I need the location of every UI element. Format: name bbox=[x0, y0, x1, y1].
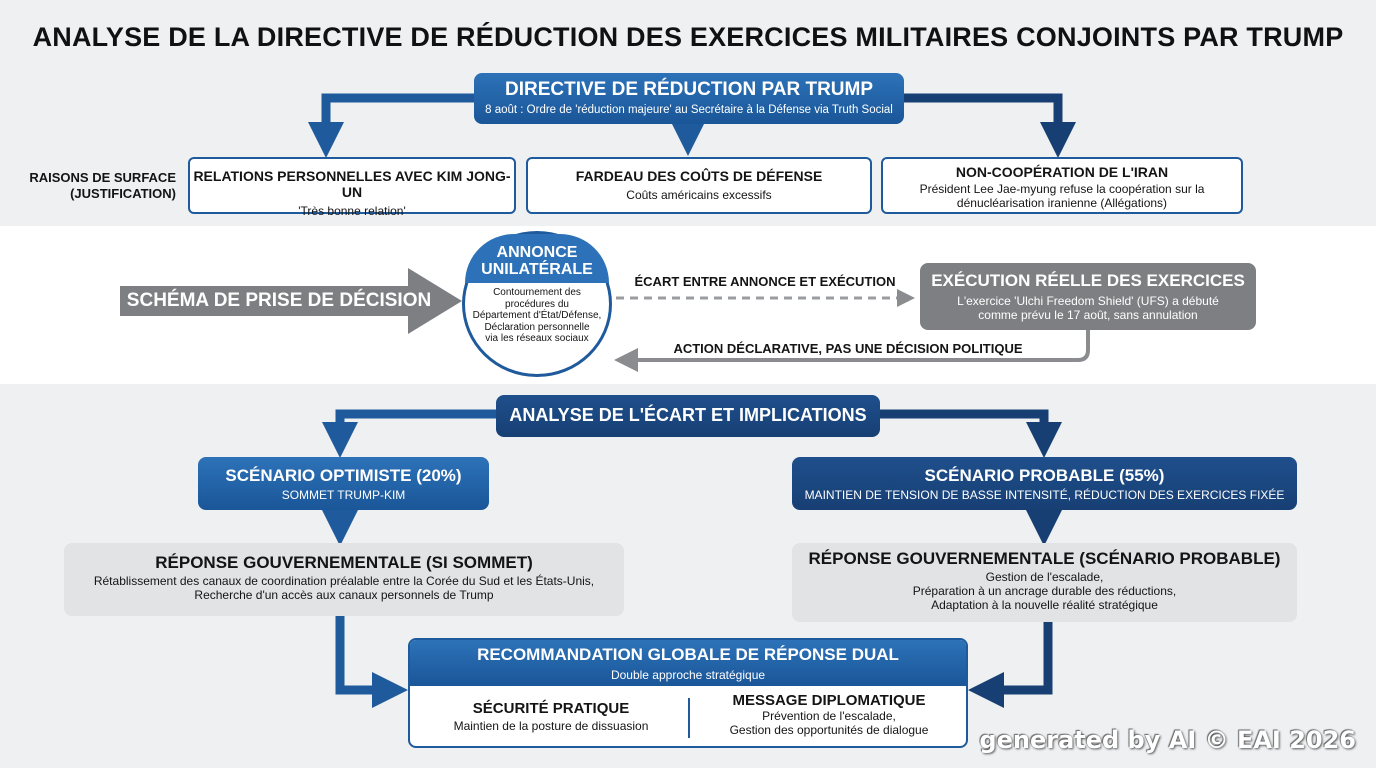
practical-security-title: SÉCURITÉ PRATIQUE bbox=[472, 700, 630, 717]
response-probable-title: RÉPONSE GOUVERNEMENTALE (SCÉNARIO PROBAB… bbox=[808, 549, 1281, 568]
diplomatic-message-text1: Prévention de l'escalade, bbox=[762, 709, 896, 723]
response-summit-line1: Rétablissement des canaux de coordinatio… bbox=[93, 574, 595, 588]
reason-iran-box: NON-COOPÉRATION DE L'IRAN Président Lee … bbox=[881, 157, 1243, 214]
arrow-to-reason-1 bbox=[308, 93, 474, 158]
reason-iran-title: NON-COOPÉRATION DE L'IRAN bbox=[955, 164, 1169, 180]
recommendation-subtitle: Double approche stratégique bbox=[610, 668, 766, 682]
optimistic-subtitle: SOMMET TRUMP-KIM bbox=[281, 488, 406, 502]
practical-security-column: SÉCURITÉ PRATIQUE Maintien de la posture… bbox=[420, 700, 682, 733]
announcement-line: procédures du bbox=[505, 298, 569, 310]
optimistic-title: SCÉNARIO OPTIMISTE (20%) bbox=[225, 466, 462, 485]
directive-box: DIRECTIVE DE RÉDUCTION PAR TRUMP 8 août … bbox=[474, 73, 904, 124]
execution-box: EXÉCUTION RÉELLE DES EXERCICES L'exercic… bbox=[920, 263, 1256, 330]
declarative-return-arrow bbox=[614, 330, 1090, 372]
execution-text1: L'exercice 'Ulchi Freedom Shield' (UFS) … bbox=[957, 294, 1219, 308]
analysis-title: ANALYSE DE L'ÉCART ET IMPLICATIONS bbox=[509, 405, 867, 425]
response-summit-title: RÉPONSE GOUVERNEMENTALE (SI SOMMET) bbox=[155, 553, 533, 572]
arrow-probable-to-recommendation bbox=[968, 622, 1053, 708]
probable-title: SCÉNARIO PROBABLE (55%) bbox=[924, 466, 1165, 485]
reason-kim-text: 'Très bonne relation' bbox=[298, 204, 406, 218]
declarative-label: ACTION DÉCLARATIVE, PAS UNE DÉCISION POL… bbox=[673, 341, 1023, 356]
execution-title: EXÉCUTION RÉELLE DES EXERCICES bbox=[931, 271, 1245, 290]
probable-scenario-box: SCÉNARIO PROBABLE (55%) MAINTIEN DE TENS… bbox=[792, 457, 1297, 510]
practical-security-text: Maintien de la posture de dissuasion bbox=[453, 719, 649, 733]
reason-kim-box: RELATIONS PERSONNELLES AVEC KIM JONG-UN … bbox=[188, 157, 516, 218]
announcement-line: via les réseaux sociaux bbox=[485, 333, 589, 344]
reason-cost-text: Coûts américains excessifs bbox=[626, 188, 772, 202]
recommendation-header: RECOMMANDATION GLOBALE DE RÉPONSE DUAL D… bbox=[410, 640, 966, 686]
arrow-to-optimistic bbox=[322, 409, 496, 458]
surface-reasons-label: RAISONS DE SURFACE (JUSTIFICATION) bbox=[28, 170, 176, 202]
reason-iran-text2: dénucléarisation iranienne (Allégations) bbox=[956, 196, 1168, 210]
ai-watermark: generated by AI © EAI 2026 bbox=[979, 726, 1356, 754]
recommendation-box: RECOMMANDATION GLOBALE DE RÉPONSE DUAL D… bbox=[408, 638, 968, 748]
announcement-line: Contournement des bbox=[493, 287, 581, 298]
response-probable-box: RÉPONSE GOUVERNEMENTALE (SCÉNARIO PROBAB… bbox=[792, 543, 1297, 622]
arrow-summit-to-recommendation bbox=[335, 616, 408, 708]
announcement-title-line1: ANNONCE bbox=[496, 244, 578, 261]
announcement-title: ANNONCE UNILATÉRALE bbox=[465, 234, 609, 283]
surface-label-line2: (JUSTIFICATION) bbox=[70, 186, 176, 201]
diplomatic-message-text2: Gestion des opportunités de dialogue bbox=[729, 723, 929, 737]
response-probable-line1: Gestion de l'escalade, bbox=[985, 570, 1104, 584]
reason-iran-text1: Président Lee Jae-myung refuse la coopér… bbox=[919, 182, 1205, 196]
directive-subtitle: 8 août : Ordre de 'réduction majeure' au… bbox=[485, 104, 893, 116]
diplomatic-message-title: MESSAGE DIPLOMATIQUE bbox=[732, 692, 926, 709]
column-divider bbox=[688, 698, 690, 738]
response-summit-box: RÉPONSE GOUVERNEMENTALE (SI SOMMET) Réta… bbox=[64, 543, 624, 616]
probable-subtitle: MAINTIEN DE TENSION DE BASSE INTENSITÉ, … bbox=[804, 488, 1285, 502]
gap-label: ÉCART ENTRE ANNONCE ET EXÉCUTION bbox=[634, 274, 896, 289]
arrow-to-reason-3 bbox=[902, 93, 1076, 158]
response-probable-line2: Préparation à un ancrage durable des réd… bbox=[912, 584, 1177, 598]
announcement-line: Département d'État/Défense, bbox=[472, 310, 602, 321]
reason-kim-title: RELATIONS PERSONNELLES AVEC KIM JONG-UN bbox=[193, 168, 511, 200]
announcement-title-line2: UNILATÉRALE bbox=[481, 261, 593, 278]
analysis-box: ANALYSE DE L'ÉCART ET IMPLICATIONS bbox=[496, 395, 880, 437]
announcement-body: Contournement des procédures du Départem… bbox=[465, 283, 609, 345]
schema-arrow-shape bbox=[120, 268, 462, 334]
directive-title: DIRECTIVE DE RÉDUCTION PAR TRUMP bbox=[504, 79, 874, 100]
surface-label-line1: RAISONS DE SURFACE bbox=[29, 170, 176, 185]
page-title: ANALYSE DE LA DIRECTIVE DE RÉDUCTION DES… bbox=[32, 22, 1344, 52]
reason-cost-box: FARDEAU DES COÛTS DE DÉFENSE Coûts améri… bbox=[526, 157, 872, 214]
arrow-to-probable bbox=[880, 409, 1062, 458]
decision-schema-label: SCHÉMA DE PRISE DE DÉCISION bbox=[126, 290, 432, 311]
recommendation-title: RECOMMANDATION GLOBALE DE RÉPONSE DUAL bbox=[477, 645, 899, 664]
response-probable-line3: Adaptation à la nouvelle réalité stratég… bbox=[931, 598, 1158, 612]
reason-cost-title: FARDEAU DES COÛTS DE DÉFENSE bbox=[575, 168, 823, 184]
response-summit-line2: Recherche d'un accès aux canaux personne… bbox=[194, 588, 494, 602]
execution-text2: comme prévu le 17 août, sans annulation bbox=[978, 308, 1198, 322]
optimistic-scenario-box: SCÉNARIO OPTIMISTE (20%) SOMMET TRUMP-KI… bbox=[198, 457, 489, 510]
diplomatic-message-column: MESSAGE DIPLOMATIQUE Prévention de l'esc… bbox=[696, 692, 962, 737]
announcement-line: Déclaration personnelle bbox=[484, 321, 590, 333]
unilateral-announcement-circle: ANNONCE UNILATÉRALE Contournement des pr… bbox=[462, 231, 612, 377]
